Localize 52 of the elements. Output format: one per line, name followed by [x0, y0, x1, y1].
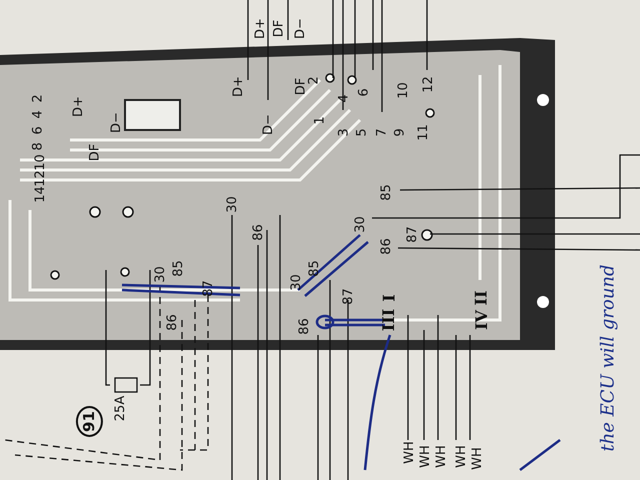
terminal-label: 85 — [380, 184, 393, 201]
pin-number: 12 — [422, 76, 435, 93]
pin-number: 10 — [396, 82, 410, 99]
pin-number: 9 — [394, 128, 407, 137]
terminal-label: II — [473, 290, 490, 306]
wire-color-label: WH — [418, 445, 432, 468]
terminal-label: 30 — [154, 266, 167, 283]
wire-color-label: WH — [454, 445, 468, 468]
pin-number: 14 — [34, 186, 47, 203]
terminal-label: 30 — [354, 216, 367, 233]
handwritten-note: the ECU will ground — [600, 264, 618, 452]
terminal-label: D− — [110, 112, 123, 133]
terminal-label: DF — [294, 78, 308, 96]
pin-number: 12 — [34, 170, 47, 187]
pin-number: 2 — [32, 94, 45, 103]
terminal-label: 87 — [342, 288, 355, 305]
terminal-label: 86 — [298, 318, 311, 335]
terminal-label: 86 — [166, 314, 179, 331]
terminal-label: D+ — [254, 18, 267, 39]
pin-number: 8 — [32, 142, 45, 151]
pin-number: 7 — [376, 128, 389, 137]
terminal-label: 85 — [308, 260, 321, 277]
fuse-number: 91 — [76, 406, 103, 437]
pin-number: 11 — [416, 124, 430, 141]
pin-number: 6 — [32, 126, 45, 135]
pin-number: 3 — [338, 128, 351, 137]
terminal-label: 30 — [290, 274, 303, 291]
wire-color-label: WH — [470, 447, 484, 470]
terminal-label: D− — [262, 114, 275, 135]
terminal-label: I — [382, 294, 398, 302]
terminal-label: D+ — [72, 96, 85, 117]
terminal-label: D+ — [232, 76, 245, 97]
terminal-label: 86 — [380, 238, 393, 255]
terminal-label: D− — [294, 18, 307, 39]
wire-color-label: WH — [402, 441, 416, 464]
pin-number: 5 — [356, 128, 369, 137]
pin-number: 1 — [314, 116, 327, 125]
terminal-label: IV — [474, 310, 490, 330]
pin-number: 10 — [34, 154, 47, 171]
pin-number: 6 — [358, 88, 371, 97]
terminal-label: III — [381, 308, 398, 332]
terminal-label: 87 — [202, 280, 215, 297]
terminal-label: 30 — [226, 196, 239, 213]
terminal-label: DF — [272, 20, 286, 38]
wire-color-label: WH — [434, 445, 448, 468]
terminal-label: 86 — [252, 224, 265, 241]
terminal-label: DF — [88, 144, 102, 162]
fuse-rating: 25A — [114, 396, 128, 422]
terminal-label: 87 — [406, 226, 419, 243]
pin-number: 4 — [32, 110, 45, 119]
terminal-label: 85 — [172, 260, 185, 277]
pin-number: 2 — [308, 76, 321, 85]
